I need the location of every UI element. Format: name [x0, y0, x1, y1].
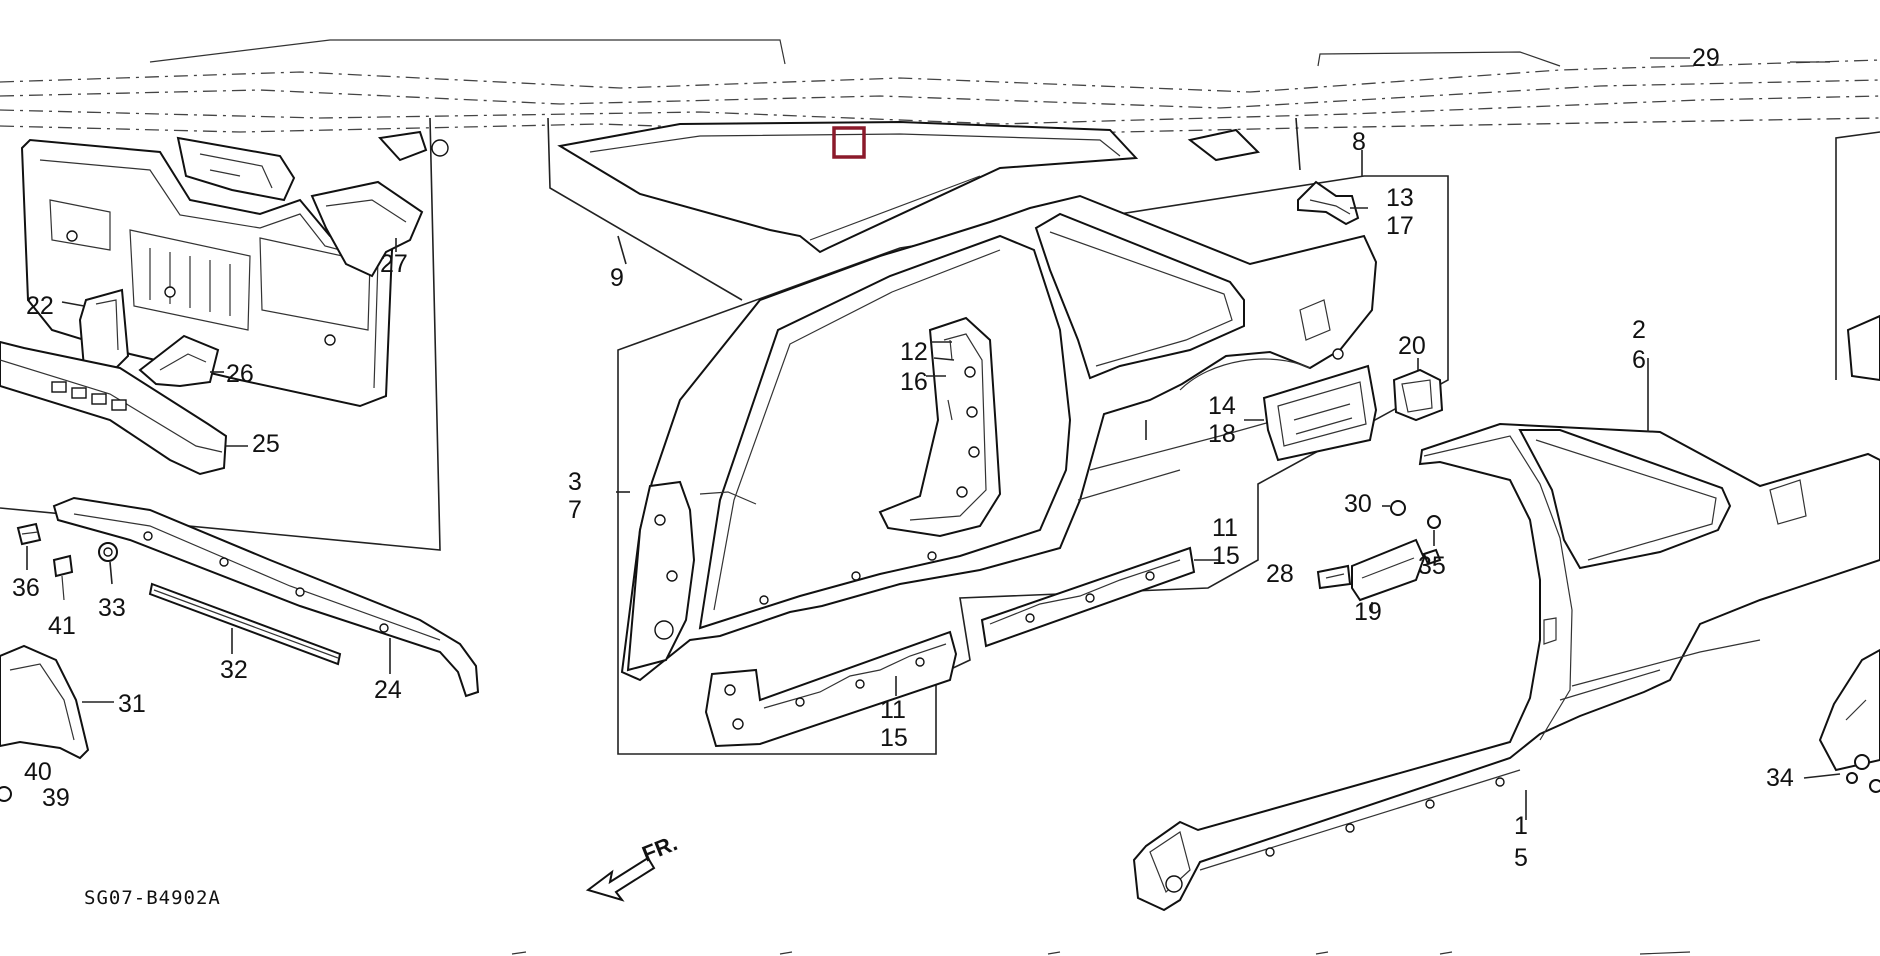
roof-rail-24: [52, 496, 480, 698]
nut-33: [98, 542, 118, 585]
reinforcement-14: [1244, 364, 1378, 462]
callout-34: 34: [1766, 764, 1794, 792]
screw-35: [1422, 515, 1442, 566]
scan-noise-band: [0, 39, 1880, 137]
callout-20: 20: [1398, 332, 1426, 360]
callout-2: 2: [1632, 316, 1646, 344]
bottom-edge-marks: [511, 951, 1691, 955]
rocker-reinforcement-11-upper: [980, 546, 1220, 648]
callout-26: 26: [226, 360, 254, 388]
callout-3: 3: [568, 468, 582, 496]
cap-20: [1392, 358, 1444, 422]
mudguard-31: [0, 644, 90, 760]
callout-14: 14: [1208, 392, 1236, 420]
callout-28: 28: [1266, 560, 1294, 588]
callout-32: 32: [220, 656, 248, 684]
right-edge-parts: [1803, 131, 1880, 793]
callout-13: 13: [1386, 184, 1414, 212]
clip-41: [52, 554, 74, 601]
highlight-marker: [832, 126, 866, 159]
upper-bracket: [176, 136, 296, 202]
diagram-code: SG07-B4902A: [84, 887, 221, 909]
callout-27: 27: [380, 250, 408, 278]
hinge-28: [1316, 564, 1352, 590]
callout-15-lower: 15: [880, 724, 908, 752]
callout-30: 30: [1344, 490, 1372, 518]
door-opening: [698, 234, 1072, 630]
callout-24: 24: [374, 676, 402, 704]
callout-12: 12: [900, 338, 928, 366]
side-panel-1: [1132, 358, 1880, 912]
callout-29: 29: [1692, 44, 1720, 72]
callouts: 29 8 13 17 9 27 22 26 25 12 16 20 14 18 …: [12, 44, 1794, 872]
rear-panel-group: [0, 117, 449, 551]
callout-5: 5: [1514, 844, 1528, 872]
fuel-lid-19: [1351, 538, 1426, 612]
callout-16: 16: [900, 368, 928, 396]
callout-8: 8: [1352, 128, 1366, 156]
b-pillar-12: [878, 316, 1002, 538]
bracket-13: [1297, 180, 1368, 226]
front-direction-label: FR.: [639, 830, 681, 866]
callout-17: 17: [1386, 212, 1414, 240]
callout-19: 19: [1354, 598, 1382, 626]
callout-33: 33: [98, 594, 126, 622]
callout-36: 36: [12, 574, 40, 602]
callout-31: 31: [118, 690, 146, 718]
callout-6: 6: [1632, 346, 1646, 374]
screw-39: [0, 786, 12, 802]
rocker-reinforcement-11-lower: [704, 630, 958, 748]
bracket-27: [310, 180, 424, 278]
callout-39: 39: [42, 784, 70, 812]
callout-40: 40: [24, 758, 52, 786]
callout-9: 9: [610, 264, 624, 292]
bracket-26: [138, 334, 220, 388]
side-outer-panel: [620, 194, 1378, 682]
roof-group: [547, 117, 1301, 301]
callout-25: 25: [252, 430, 280, 458]
callout-15-upper: 15: [1212, 542, 1240, 570]
callout-22: 22: [26, 292, 54, 320]
callout-7: 7: [568, 496, 582, 524]
rail-group: [0, 496, 480, 802]
screw-30: [1382, 500, 1406, 516]
callout-41: 41: [48, 612, 76, 640]
callout-11-lower: 11: [880, 696, 906, 724]
callout-11-upper: 11: [1212, 514, 1238, 542]
leader-lines: [926, 341, 1147, 440]
callout-1: 1: [1514, 812, 1528, 840]
clip-36: [16, 522, 42, 570]
roof-panel-9: [557, 120, 1139, 254]
callout-18: 18: [1208, 420, 1236, 448]
callout-35: 35: [1418, 552, 1446, 580]
front-direction-arrow: FR.: [585, 830, 681, 902]
